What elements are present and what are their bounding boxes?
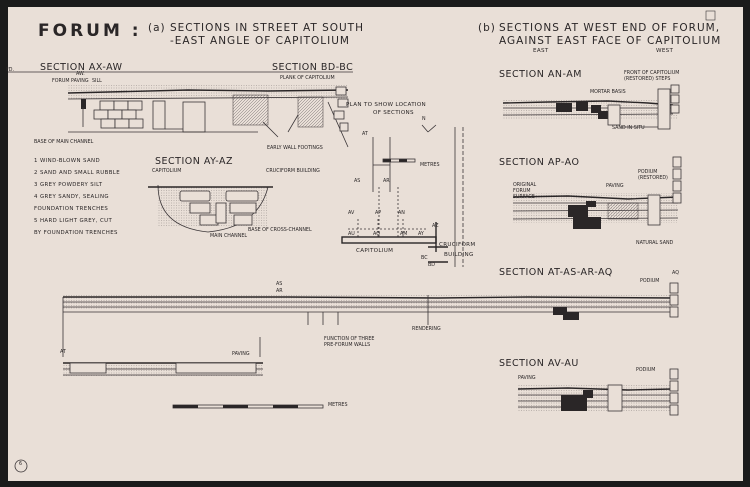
label-original-forum-surface: ORIGINAL FORUM SURFACE	[513, 183, 537, 200]
section-ay-az-title: SECTION AY-AZ	[155, 156, 234, 167]
label-podium-at: PODIUM	[640, 279, 660, 284]
drawing-sheet: FORUM : (a) SECTIONS IN STREET AT SOUTH …	[6, 7, 743, 481]
label-paving-av: PAVING	[518, 376, 536, 381]
label-sand-in-situ: SAND IN SITU	[612, 126, 645, 131]
section-ay-az-drawing	[148, 184, 273, 233]
legend-item-2: 2 SAND AND SMALL RUBBLE	[34, 170, 121, 176]
legend-item-3: 3 GREY POWDERY SILT	[34, 182, 103, 188]
plan-point-az: AZ	[432, 224, 439, 229]
plan-point-as: AS	[354, 179, 361, 184]
section-av-au-drawing	[517, 368, 679, 416]
label-sill: SILL	[92, 79, 102, 84]
label-plank-capitolium: PLANK OF CAPITOLIUM	[280, 76, 335, 81]
plan-cruciform-line2: BUILDING	[444, 252, 474, 258]
section-ap-ao-title: SECTION AP-AO	[499, 157, 580, 168]
label-rendering: RENDERING	[412, 327, 441, 332]
label-natural-sand: NATURAL SAND	[636, 241, 674, 246]
label-at: AT	[60, 350, 66, 355]
part-b-heading-line2: AGAINST EAST FACE OF CAPITOLIUM	[499, 35, 722, 47]
part-b-letter: (b)	[478, 22, 496, 34]
label-fd: FD.	[6, 68, 14, 73]
label-paving-at: PAVING	[232, 352, 250, 357]
legend-item-5: 5 HARD LIGHT GREY, CUT	[34, 218, 113, 224]
label-mortar-basis: MORTAR BASIS	[590, 90, 626, 95]
label-base-main-channel: BASE OF MAIN CHANNEL	[34, 140, 94, 145]
plan-point-ay: AY	[418, 232, 424, 237]
part-a-letter: (a)	[148, 22, 166, 34]
location-plan-drawing	[341, 124, 464, 267]
section-drawings	[8, 10, 716, 473]
scale-bar	[172, 404, 324, 409]
section-at-aq-title: SECTION AT-AS-AR-AQ	[499, 267, 613, 278]
sheet-title: FORUM :	[38, 21, 142, 41]
section-av-au-title: SECTION AV-AU	[499, 358, 579, 369]
label-forum-paving: FORUM PAVING	[52, 79, 89, 84]
section-ax-aw-title: SECTION AX-AW	[40, 62, 123, 73]
section-an-am-drawing	[502, 84, 680, 130]
plan-point-an: AN	[398, 211, 405, 216]
plan-title-line1: PLAN TO SHOW LOCATION	[346, 102, 427, 108]
label-podium-restored: PODIUM (RESTORED)	[638, 170, 668, 181]
plan-cruciform-line1: CRUCIFORM	[439, 242, 476, 248]
legend-item-1: 1 WIND-BLOWN SAND	[34, 158, 101, 164]
plan-point-av: AV	[348, 211, 355, 216]
legend-item-5-cont: BY FOUNDATION TRENCHES	[34, 230, 118, 236]
plan-point-ao: AO	[373, 232, 380, 237]
plan-north: N	[422, 117, 426, 122]
east-label: EAST	[533, 48, 549, 54]
label-capitolium: CAPITOLIUM	[152, 169, 182, 174]
part-a-heading-line2: -EAST ANGLE OF CAPITOLIUM	[170, 35, 350, 47]
legend-item-4-cont: FOUNDATION TRENCHES	[34, 206, 109, 212]
label-aq: AQ	[672, 271, 679, 276]
legend-item-4: 4 GREY SANDY, SEALING	[34, 194, 110, 200]
label-early-wall-footings: EARLY WALL FOOTINGS	[267, 146, 323, 151]
label-as: AS	[276, 282, 283, 287]
plan-title-line2: OF SECTIONS	[373, 110, 414, 116]
plan-point-au: AU	[348, 232, 355, 237]
scale-metres: METRES	[328, 403, 348, 408]
section-ap-ao-drawing	[512, 156, 682, 229]
sheet-number: 6	[19, 462, 23, 467]
label-main-channel: MAIN CHANNEL	[210, 234, 248, 239]
west-label: WEST	[656, 48, 674, 54]
plan-point-ap: AP	[375, 211, 382, 216]
label-paving-ap: PAVING	[606, 184, 624, 189]
sheet-number-circle	[14, 459, 28, 473]
plan-point-ar: AR	[383, 179, 390, 184]
label-podium-av: PODIUM	[636, 368, 656, 373]
section-bd-bc-title: SECTION BD-BC	[272, 62, 354, 73]
plan-capitolium: CAPITOLIUM	[356, 248, 394, 254]
label-pre-forum-walls: FUNCTION OF THREE PRE-FORUM WALLS	[324, 337, 375, 348]
part-a-heading-line1: SECTIONS IN STREET AT SOUTH	[170, 22, 364, 34]
section-at-aq-drawing	[62, 282, 679, 409]
label-aw: AW.	[76, 72, 85, 77]
label-base-cross-channel: BASE OF CROSS-CHANNEL	[248, 228, 312, 233]
plan-point-at: AT	[362, 132, 368, 137]
label-front-capitolium: FRONT OF CAPITOLIUM (RESTORED) STEPS	[624, 71, 680, 82]
plan-point-bd: BD	[428, 263, 435, 268]
label-ar: AR	[276, 289, 283, 294]
part-b-heading-line1: SECTIONS AT WEST END OF FORUM,	[499, 22, 721, 34]
plan-point-bc: BC	[421, 256, 428, 261]
section-ax-aw-drawing	[8, 71, 353, 148]
plan-metres: METRES	[420, 163, 440, 168]
archive-stamp	[705, 10, 716, 21]
label-cruciform-building: CRUCIFORM BUILDING	[266, 169, 320, 174]
section-an-am-title: SECTION AN-AM	[499, 69, 582, 80]
plan-point-am: AM	[400, 232, 408, 237]
